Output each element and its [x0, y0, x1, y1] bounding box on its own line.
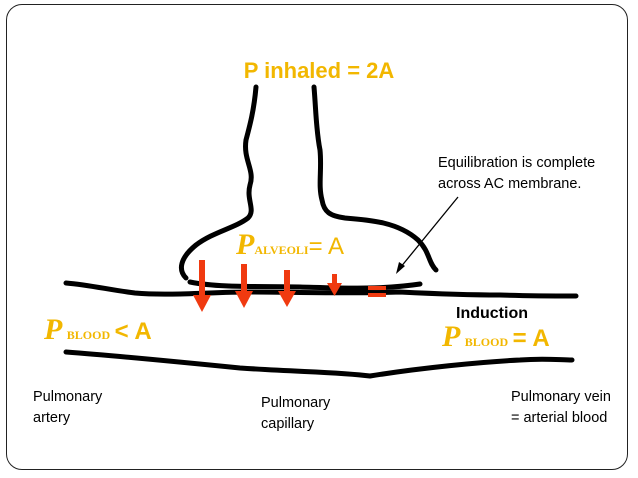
note-line-1: Equilibration is complete: [438, 155, 596, 171]
alveolar-pressure-label: PALVEOLI= A: [236, 228, 344, 262]
arterial-blood-pressure-label: P BLOOD < A: [44, 313, 152, 347]
alveoli-p-symbol: P: [236, 228, 255, 261]
pulmonary-vein-label: Pulmonary vein = arterial blood: [511, 389, 611, 426]
inhaled-pressure-title: P inhaled = 2A: [243, 58, 395, 83]
diffusion-arrow-2: [235, 264, 253, 308]
diffusion-arrow-4: [327, 274, 342, 296]
blood-left-p-symbol: P: [44, 313, 63, 346]
note-pointer-line: [399, 196, 459, 269]
equilibrium-equals-sign: [368, 286, 386, 297]
pulmonary-artery-label: Pulmonary artery: [33, 389, 103, 426]
induction-label: Induction: [456, 305, 528, 322]
slide-frame: [6, 4, 628, 470]
airway-right-wall: [311, 84, 439, 273]
blood-left-subscript: BLOOD: [66, 328, 111, 342]
note-pointer-head: [396, 262, 405, 274]
alveoli-relation: = A: [308, 233, 344, 260]
pulmonary-capillary-label: Pulmonary capillary: [261, 395, 331, 432]
diffusion-arrows: [193, 260, 342, 312]
diffusion-arrow-1: [193, 260, 211, 312]
capillary-bottom-wall: [63, 349, 575, 379]
airway-left-wall: [178, 84, 259, 281]
equilibration-note: Equilibration is complete across AC memb…: [438, 153, 595, 195]
blood-right-subscript: BLOOD: [464, 335, 509, 349]
blood-right-relation: = A: [512, 325, 550, 352]
alveoli-subscript: ALVEOLI: [254, 243, 309, 257]
venous-blood-pressure-label: P BLOOD = A: [442, 320, 550, 354]
blood-left-relation: < A: [114, 318, 152, 345]
diffusion-arrow-3: [278, 270, 296, 307]
note-line-2: across AC membrane.: [438, 176, 582, 192]
blood-right-p-symbol: P: [442, 320, 461, 353]
capillary-top-wall: [63, 280, 579, 299]
